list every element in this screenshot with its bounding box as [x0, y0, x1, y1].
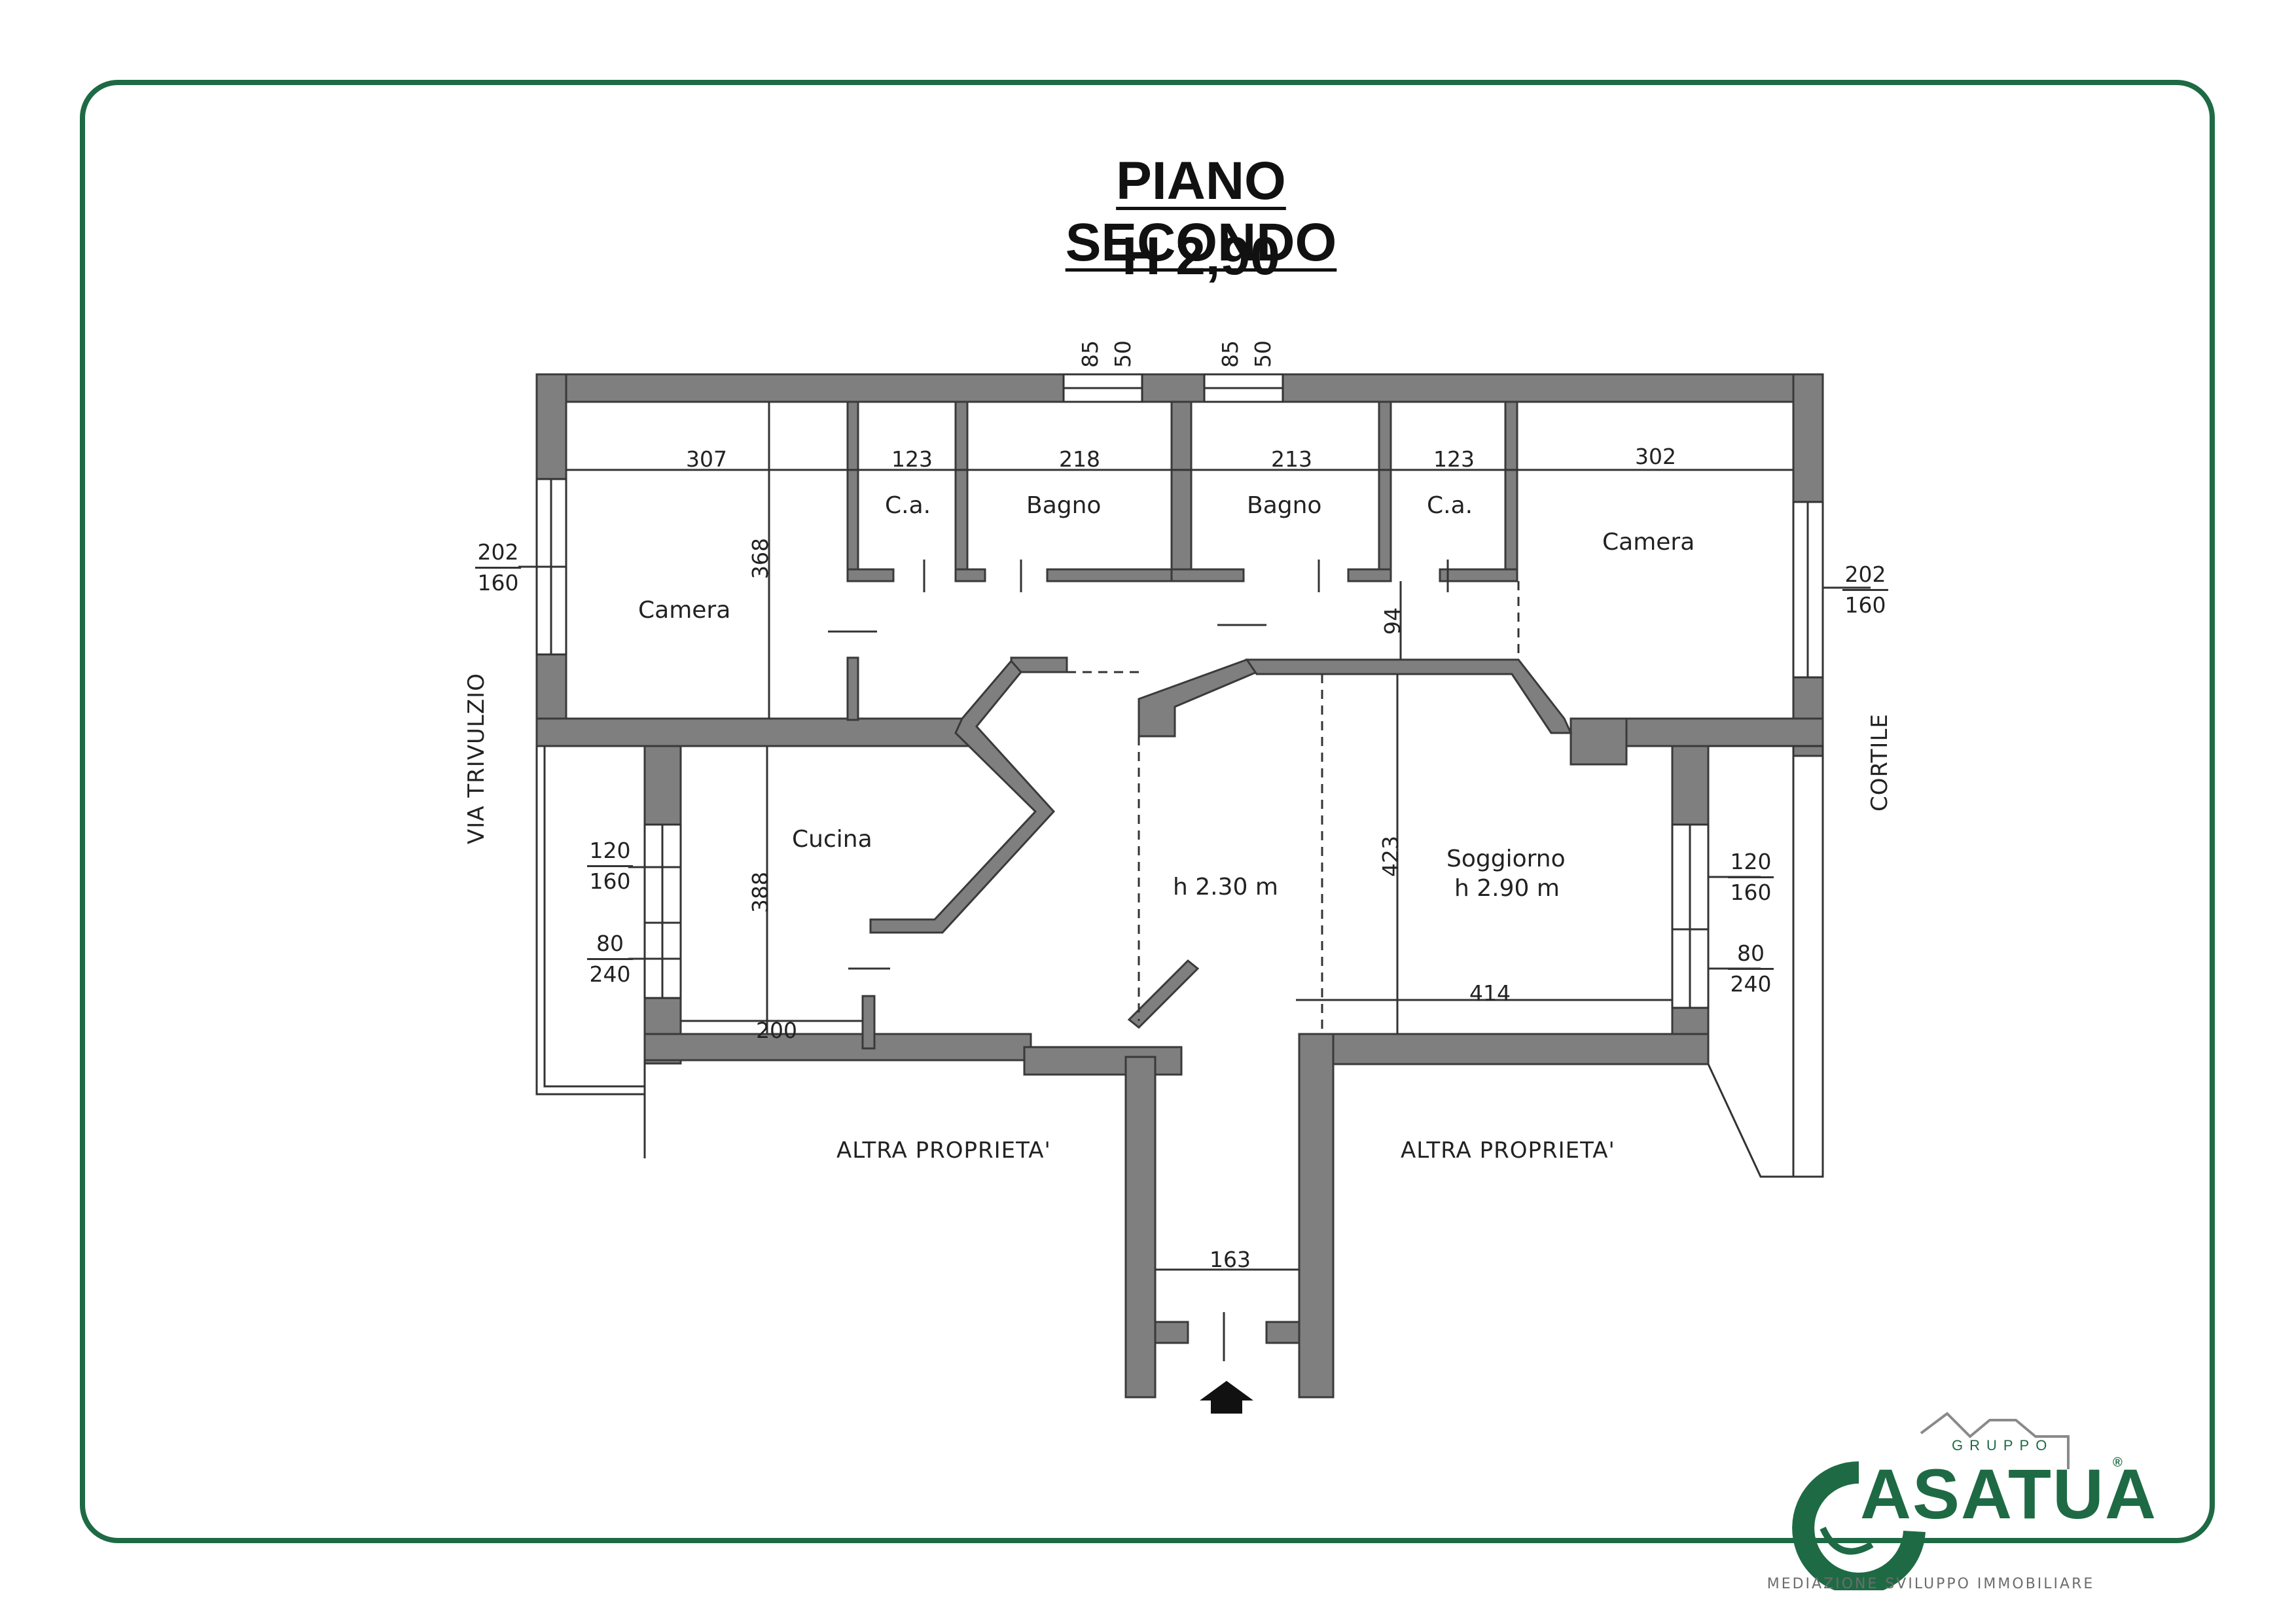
- door-soggiorno: 80 240: [1728, 939, 1774, 999]
- dim-soggiorno-depth: 423: [1378, 836, 1403, 877]
- floor-title: PIANO SECONDO: [1065, 151, 1337, 272]
- dim-window-top-left-width: 85: [1077, 340, 1103, 368]
- window-cucina-width: 120: [587, 836, 633, 867]
- window-soggiorno-width: 120: [1728, 847, 1774, 878]
- window-camera-left-height: 160: [477, 570, 519, 596]
- courtyard-label: CORTILE: [1867, 713, 1893, 812]
- dim-soggiorno-width: 414: [1469, 980, 1511, 1006]
- window-camera-right-height: 160: [1844, 592, 1886, 618]
- room-bagno-left: Bagno: [1026, 492, 1102, 519]
- room-soggiorno-height: h 2.90 m: [1454, 875, 1560, 902]
- room-ca-left: C.a.: [885, 492, 931, 519]
- door-soggiorno-width: 80: [1728, 939, 1774, 970]
- logo-brand-text: ASATUA: [1860, 1454, 2157, 1533]
- room-camera-left: Camera: [638, 597, 731, 624]
- window-soggiorno-height: 160: [1730, 880, 1772, 905]
- door-cucina: 80 240: [587, 929, 633, 989]
- window-camera-left: 202 160: [475, 538, 521, 597]
- window-camera-right: 202 160: [1842, 560, 1888, 620]
- window-camera-right-width: 202: [1842, 560, 1888, 591]
- balconies: [535, 745, 1824, 1178]
- dashed-boundaries: [1067, 581, 1520, 1034]
- window-soggiorno: 120 160: [1728, 847, 1774, 907]
- dim-camera-left-depth: 368: [747, 538, 773, 579]
- window-cucina-height: 160: [589, 868, 631, 894]
- logo-group-text: GRUPPO: [1952, 1437, 2054, 1454]
- dim-window-top-right-width: 85: [1217, 340, 1243, 368]
- other-property-right: ALTRA PROPRIETA': [1401, 1137, 1615, 1164]
- dim-hall-depth: 94: [1380, 607, 1405, 635]
- dim-camera-right-width: 302: [1635, 444, 1676, 469]
- windows: [535, 373, 1824, 1009]
- dim-ca-right-width: 123: [1433, 446, 1475, 472]
- dim-bagno-left-width: 218: [1059, 446, 1100, 472]
- dim-cucina-width: 200: [756, 1018, 797, 1043]
- window-camera-left-width: 202: [475, 538, 521, 569]
- other-property-left: ALTRA PROPRIETA': [836, 1137, 1051, 1164]
- dim-window-top-right-height: 50: [1250, 340, 1276, 368]
- dim-bagno-right-width: 213: [1271, 446, 1312, 472]
- logo-registered-mark: ®: [2113, 1455, 2123, 1470]
- dim-window-top-left-height: 50: [1110, 340, 1136, 368]
- street-label: VIA TRIVULZIO: [463, 673, 490, 844]
- interior-walls: [846, 401, 1573, 1050]
- room-bagno-right: Bagno: [1247, 492, 1322, 519]
- dim-ca-left-width: 123: [891, 446, 933, 472]
- room-ca-right: C.a.: [1427, 492, 1473, 519]
- dim-camera-left-width: 307: [686, 446, 727, 472]
- logo-tagline: MEDIAZIONE SVILUPPO IMMOBILIARE: [1767, 1576, 2095, 1592]
- exterior-walls: [535, 373, 1824, 1399]
- dim-cucina-depth: 388: [747, 872, 773, 913]
- room-soggiorno: Soggiorno: [1446, 846, 1566, 872]
- company-logo: [1792, 1412, 2070, 1590]
- floor-height: H 2,90: [1122, 226, 1280, 286]
- door-markers: [828, 560, 1449, 1361]
- dimension-lines: [518, 402, 1871, 1271]
- room-cucina: Cucina: [792, 826, 872, 853]
- dim-entrance-width: 163: [1210, 1247, 1251, 1272]
- room-corridor-height: h 2.30 m: [1173, 874, 1278, 901]
- door-soggiorno-height: 240: [1730, 971, 1772, 997]
- window-cucina: 120 160: [587, 836, 633, 896]
- room-camera-right: Camera: [1602, 529, 1695, 556]
- door-cucina-height: 240: [589, 961, 631, 987]
- entrance-arrow-icon: [1200, 1381, 1253, 1414]
- logo-c-swoosh-icon: [1792, 1461, 1926, 1590]
- door-cucina-width: 80: [587, 929, 633, 960]
